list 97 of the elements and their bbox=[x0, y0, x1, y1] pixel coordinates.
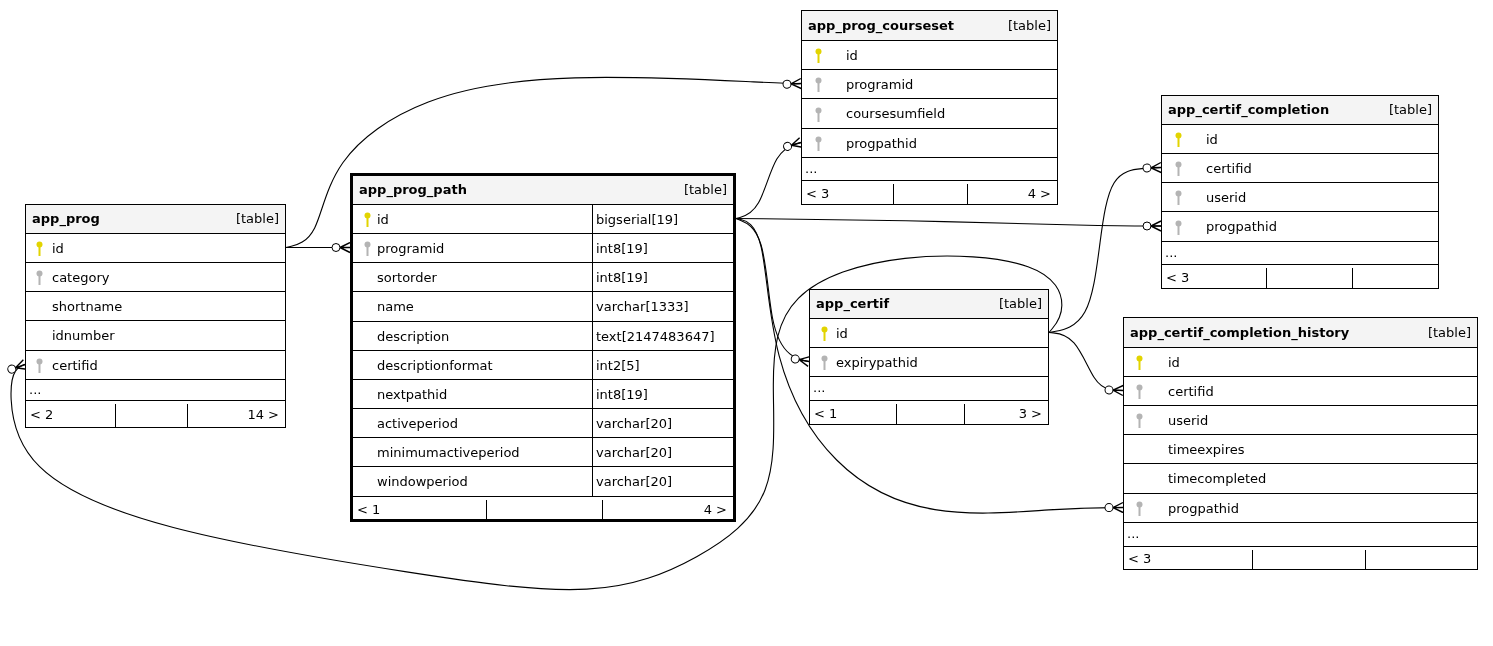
relationship-line bbox=[285, 241, 351, 254]
table-row bbox=[353, 379, 733, 408]
table-row bbox=[353, 291, 733, 321]
column-name: idnumber bbox=[52, 328, 115, 344]
parent-count: < 3 bbox=[806, 185, 830, 202]
column-name: progpathid bbox=[846, 135, 917, 152]
child-count: 3 > bbox=[1018, 405, 1042, 422]
ellipsis: ... bbox=[813, 380, 826, 396]
table-row bbox=[353, 233, 733, 262]
table-row bbox=[353, 466, 733, 496]
relationship-line bbox=[735, 217, 811, 368]
column-name: userid bbox=[1206, 189, 1247, 206]
column-type: bigserial[19] bbox=[592, 205, 733, 233]
column-name: activeperiod bbox=[377, 415, 458, 432]
table-row bbox=[353, 321, 733, 350]
relationship-line bbox=[735, 217, 1124, 514]
column-type: varchar[20] bbox=[592, 438, 733, 466]
table-row bbox=[353, 408, 733, 437]
table-card bbox=[801, 10, 1058, 205]
column-name: description bbox=[377, 328, 450, 345]
column-type: text[2147483647] bbox=[592, 322, 733, 350]
column-name: timecompleted bbox=[1168, 471, 1267, 487]
table-row bbox=[353, 437, 733, 466]
column-name: progpathid bbox=[1168, 500, 1239, 517]
table-type-label: [table] bbox=[1388, 102, 1432, 118]
column-name: descriptionformat bbox=[377, 357, 493, 374]
column-name: timeexpires bbox=[1168, 441, 1245, 458]
column-name: sortorder bbox=[377, 269, 437, 286]
column-name: name bbox=[377, 299, 414, 315]
column-name: id bbox=[846, 47, 858, 64]
column-name: programid bbox=[377, 240, 445, 257]
table-row bbox=[353, 204, 733, 233]
relationship-line bbox=[285, 76, 802, 249]
column-name: id bbox=[1206, 131, 1218, 148]
parent-count: < 3 bbox=[1166, 269, 1190, 286]
ellipsis: ... bbox=[1165, 244, 1178, 261]
table-name: app_certif bbox=[816, 296, 890, 312]
column-name: id bbox=[377, 211, 389, 228]
column-name: minimumactiveperiod bbox=[377, 444, 520, 461]
column-name: id bbox=[836, 325, 848, 342]
column-type: int8[19] bbox=[592, 234, 733, 262]
table-type-label: [table] bbox=[1427, 324, 1471, 341]
relationship-line bbox=[1048, 331, 1124, 397]
column-name: shortname bbox=[52, 298, 123, 315]
table-type-label: [table] bbox=[235, 211, 279, 227]
table-name: app_prog_path bbox=[359, 182, 467, 198]
column-name: certifid bbox=[52, 357, 98, 374]
table-name: app_prog bbox=[32, 211, 100, 227]
child-count: 14 > bbox=[247, 407, 279, 423]
column-type: varchar[20] bbox=[592, 409, 733, 437]
column-type: int8[19] bbox=[592, 263, 733, 291]
child-count: 4 > bbox=[1027, 185, 1051, 202]
table-footer bbox=[1124, 546, 1477, 570]
column-name: progpathid bbox=[1206, 219, 1277, 235]
table-type-label: [table] bbox=[683, 182, 727, 198]
column-type: int8[19] bbox=[592, 380, 733, 408]
column-name: nextpathid bbox=[377, 386, 448, 403]
ellipsis: ... bbox=[29, 381, 42, 398]
column-name: coursesumfield bbox=[846, 106, 946, 122]
table-card bbox=[809, 289, 1049, 425]
table-type-label: [table] bbox=[998, 296, 1042, 312]
column-name: certifid bbox=[1206, 160, 1252, 177]
relationship-line bbox=[7, 255, 1063, 591]
table-footer bbox=[26, 400, 285, 428]
table-name: app_certif_completion bbox=[1168, 102, 1330, 118]
relationship-line bbox=[1048, 161, 1162, 334]
table-card bbox=[350, 173, 736, 522]
table-name: app_certif_completion_history bbox=[1130, 324, 1350, 341]
table-footer bbox=[802, 180, 1057, 205]
column-name: windowperiod bbox=[377, 474, 468, 490]
column-type: varchar[1333] bbox=[592, 292, 733, 321]
child-count: 4 > bbox=[703, 502, 727, 518]
table-type-label: [table] bbox=[1007, 17, 1051, 34]
column-name: certifid bbox=[1168, 383, 1214, 400]
table-footer bbox=[1162, 264, 1438, 289]
column-name: id bbox=[52, 240, 64, 257]
column-name: id bbox=[1168, 354, 1180, 371]
ellipsis: ... bbox=[1127, 526, 1140, 542]
parent-count: < 3 bbox=[1128, 551, 1152, 567]
table-footer bbox=[353, 496, 733, 522]
column-name: category bbox=[52, 269, 110, 286]
table-name: app_prog_courseset bbox=[808, 17, 954, 34]
parent-count: < 1 bbox=[357, 502, 381, 518]
column-type: int2[5] bbox=[592, 351, 733, 379]
table-row bbox=[353, 262, 733, 291]
column-name: userid bbox=[1168, 412, 1209, 429]
column-name: programid bbox=[846, 76, 914, 93]
table-row bbox=[353, 350, 733, 379]
column-type: varchar[20] bbox=[592, 467, 733, 496]
table-card bbox=[1161, 95, 1439, 289]
table-card bbox=[1123, 317, 1478, 570]
parent-count: < 2 bbox=[30, 407, 54, 423]
ellipsis: ... bbox=[805, 160, 818, 177]
column-name: expirypathid bbox=[836, 354, 918, 371]
parent-count: < 1 bbox=[814, 405, 838, 422]
table-footer bbox=[810, 400, 1048, 425]
table-card bbox=[25, 204, 286, 428]
